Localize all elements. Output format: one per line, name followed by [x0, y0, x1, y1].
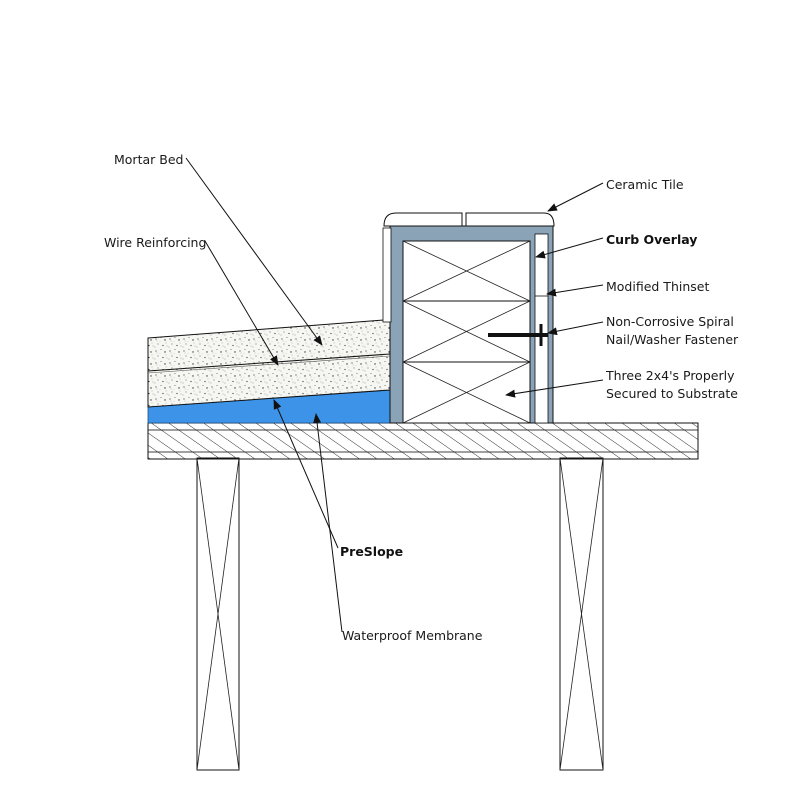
mortar-bed [147, 319, 391, 408]
label-lumber-line2: Secured to Substrate [606, 386, 738, 401]
floor-joist-right [559, 457, 604, 771]
label-fastener-line2: Nail/Washer Fastener [606, 332, 739, 347]
label-ceramic-tile: Ceramic Tile [606, 177, 684, 192]
curb-left-tile [382, 227, 392, 323]
label-wire-reinforcing: Wire Reinforcing [104, 235, 206, 250]
label-mortar-bed: Mortar Bed [114, 152, 183, 167]
floor-joist-left [196, 457, 240, 771]
label-lumber-line1: Three 2x4's Properly [605, 368, 735, 383]
label-fastener-line1: Non-Corrosive Spiral [606, 314, 734, 329]
ceramic-tile-top [383, 212, 555, 227]
subfloor [147, 422, 699, 460]
leader-lines [185, 157, 604, 633]
label-preslope: PreSlope [340, 544, 403, 559]
curb-lumber [402, 240, 531, 424]
spiral-nail-fastener [488, 324, 548, 346]
label-modified-thinset: Modified Thinset [606, 279, 709, 294]
label-curb-overlay: Curb Overlay [606, 232, 697, 247]
label-waterproof-membrane: Waterproof Membrane [342, 628, 483, 643]
